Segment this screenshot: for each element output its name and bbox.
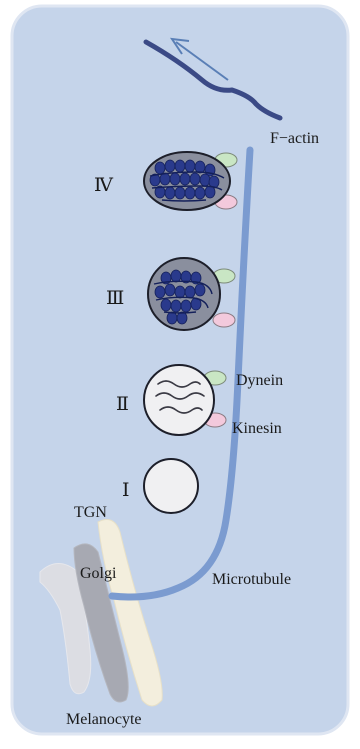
- melanosome-stage-2: [144, 365, 226, 435]
- stage-1-label: Ⅰ: [122, 480, 130, 501]
- microtubule-label: Microtubule: [212, 571, 291, 588]
- stage-2-label: Ⅱ: [116, 394, 129, 415]
- dynein-label: Dynein: [236, 372, 283, 389]
- kinesin-motor-stage-3: [213, 313, 235, 327]
- stage-3-label: Ⅲ: [106, 288, 124, 309]
- melanocyte-label: Melanocyte: [66, 711, 142, 728]
- golgi-label: Golgi: [80, 565, 117, 582]
- f-actin-label: F−actin: [270, 130, 319, 147]
- tgn-label: TGN: [74, 504, 107, 521]
- kinesin-label: Kinesin: [232, 420, 282, 437]
- stage-4-label: Ⅳ: [94, 175, 114, 196]
- melanosome-stage-1: [144, 459, 198, 513]
- melanosome-stage-4: [144, 152, 237, 210]
